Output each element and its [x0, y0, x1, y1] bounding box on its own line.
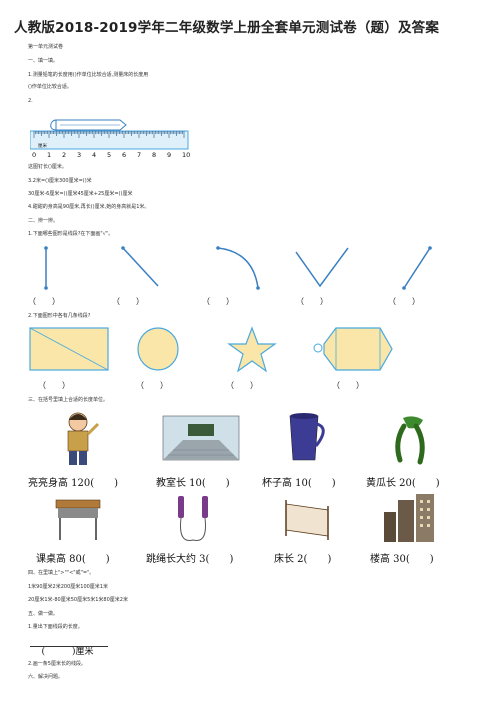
answer-blank[interactable]: （ ）	[136, 381, 168, 390]
bed-illustration	[285, 500, 329, 540]
ruler-number: 2	[62, 151, 66, 159]
building-illustration	[384, 494, 434, 542]
caption-jump-rope: 跳绳长大约 3( )	[146, 554, 234, 565]
answer-blank[interactable]: （ ）	[388, 297, 420, 306]
ruler-number: 1	[47, 151, 51, 159]
caption-height: 亮亮身高 120( )	[28, 478, 119, 489]
question-3: 3.2米=()厘米300厘米=()米	[28, 178, 92, 184]
ruler-number: 9	[167, 151, 171, 159]
ruler-number: 4	[92, 151, 96, 159]
question-7: 1米90厘米2米200厘米100厘米1米	[28, 584, 108, 590]
ruler-number: 7	[137, 151, 141, 159]
unit-heading: 第一单元测试卷	[28, 44, 64, 50]
section-5-heading: 五、做一做。	[28, 611, 59, 617]
answer-blank[interactable]: （ ）	[28, 297, 60, 306]
page-title: 人教版2018-2019学年二年级数学上册全套单元测试卷（题）及答案	[14, 20, 440, 36]
cup-illustration	[289, 413, 325, 461]
cucumber-illustration	[395, 416, 425, 465]
line-figures	[44, 246, 432, 290]
question-2: 2.	[28, 98, 33, 104]
ruler-number: 3	[77, 151, 81, 159]
picture-row-1	[67, 412, 425, 465]
ruler-number: 0	[32, 151, 36, 159]
caption-cup: 杯子高 10( )	[262, 478, 336, 489]
line-figure-answers: （ ） （ ） （ ） （ ） （ ）	[28, 296, 458, 308]
picture-row-2	[55, 494, 434, 542]
desk-illustration	[55, 499, 101, 540]
caption-bed: 床长 2( )	[274, 554, 332, 565]
classroom-illustration	[162, 415, 240, 461]
jump-rope-illustration	[178, 496, 208, 542]
boy-illustration	[67, 412, 100, 465]
question-3b: 30厘米-6厘米=()厘米45厘米+25厘米=()厘米	[28, 191, 133, 197]
question-1a: 1.测量铅笔的长度用()作单位比较合适,测量床的长度用	[28, 72, 149, 78]
ruler-figure: 0 1 2 3 4 5 6 7 8 9 10 厘米	[30, 119, 190, 159]
question-2a: 这图钉长()厘米。	[28, 164, 67, 170]
section-3-heading: 三、在括号里填上合适的长度单位。	[28, 397, 109, 403]
section-6-heading: 六、解决问题。	[28, 674, 64, 680]
measure-answer-blank[interactable]: ( )厘米	[41, 647, 94, 657]
caption-building: 楼高 30( )	[370, 554, 434, 565]
question-8: 20厘米1米-80厘米50厘米5米1米80厘米2米	[28, 597, 128, 603]
section-4-heading: 四、在里填上">""<"或"="。	[28, 570, 95, 576]
answer-blank[interactable]: （ ）	[112, 297, 144, 306]
shape-figure-answers: （ ） （ ） （ ） （ ）	[28, 380, 458, 392]
answer-blank[interactable]: （ ）	[296, 297, 328, 306]
shape-figures	[29, 326, 393, 373]
ruler-number: 10	[182, 151, 190, 159]
question-1b: ()作单位比较合适。	[28, 84, 72, 90]
measure-answer: ( )厘米	[30, 634, 108, 677]
section-2-heading: 二、辨一辨。	[28, 218, 59, 224]
answer-blank[interactable]: （ ）	[226, 381, 258, 390]
caption-cucumber: 黄瓜长 20( )	[366, 478, 440, 489]
caption-desk: 课桌高 80( )	[36, 554, 110, 565]
ruler-number: 8	[152, 151, 156, 159]
section-1-heading: 一、填一填。	[28, 58, 59, 64]
caption-classroom: 教室长 10( )	[156, 478, 230, 489]
question-5: 1.下面哪些图形是线段?在下面画"√"。	[28, 231, 114, 237]
question-4: 4.甜甜的身高是90厘米,再长()厘米,她的身高就是1米。	[28, 204, 150, 210]
ruler-unit-label: 厘米	[38, 142, 47, 149]
question-6: 2.下面图形中各有几条线段?	[28, 313, 91, 319]
ruler-number: 5	[107, 151, 111, 159]
segment-to-measure	[30, 646, 108, 647]
answer-blank[interactable]: （ ）	[332, 381, 364, 390]
answer-blank[interactable]: （ ）	[202, 297, 234, 306]
answer-blank[interactable]: （ ）	[38, 381, 70, 390]
question-10: 2.画一条5厘米长的线段。	[28, 661, 86, 667]
ruler-number: 6	[122, 151, 126, 159]
question-9: 1.量出下面线段的长度。	[28, 624, 83, 630]
